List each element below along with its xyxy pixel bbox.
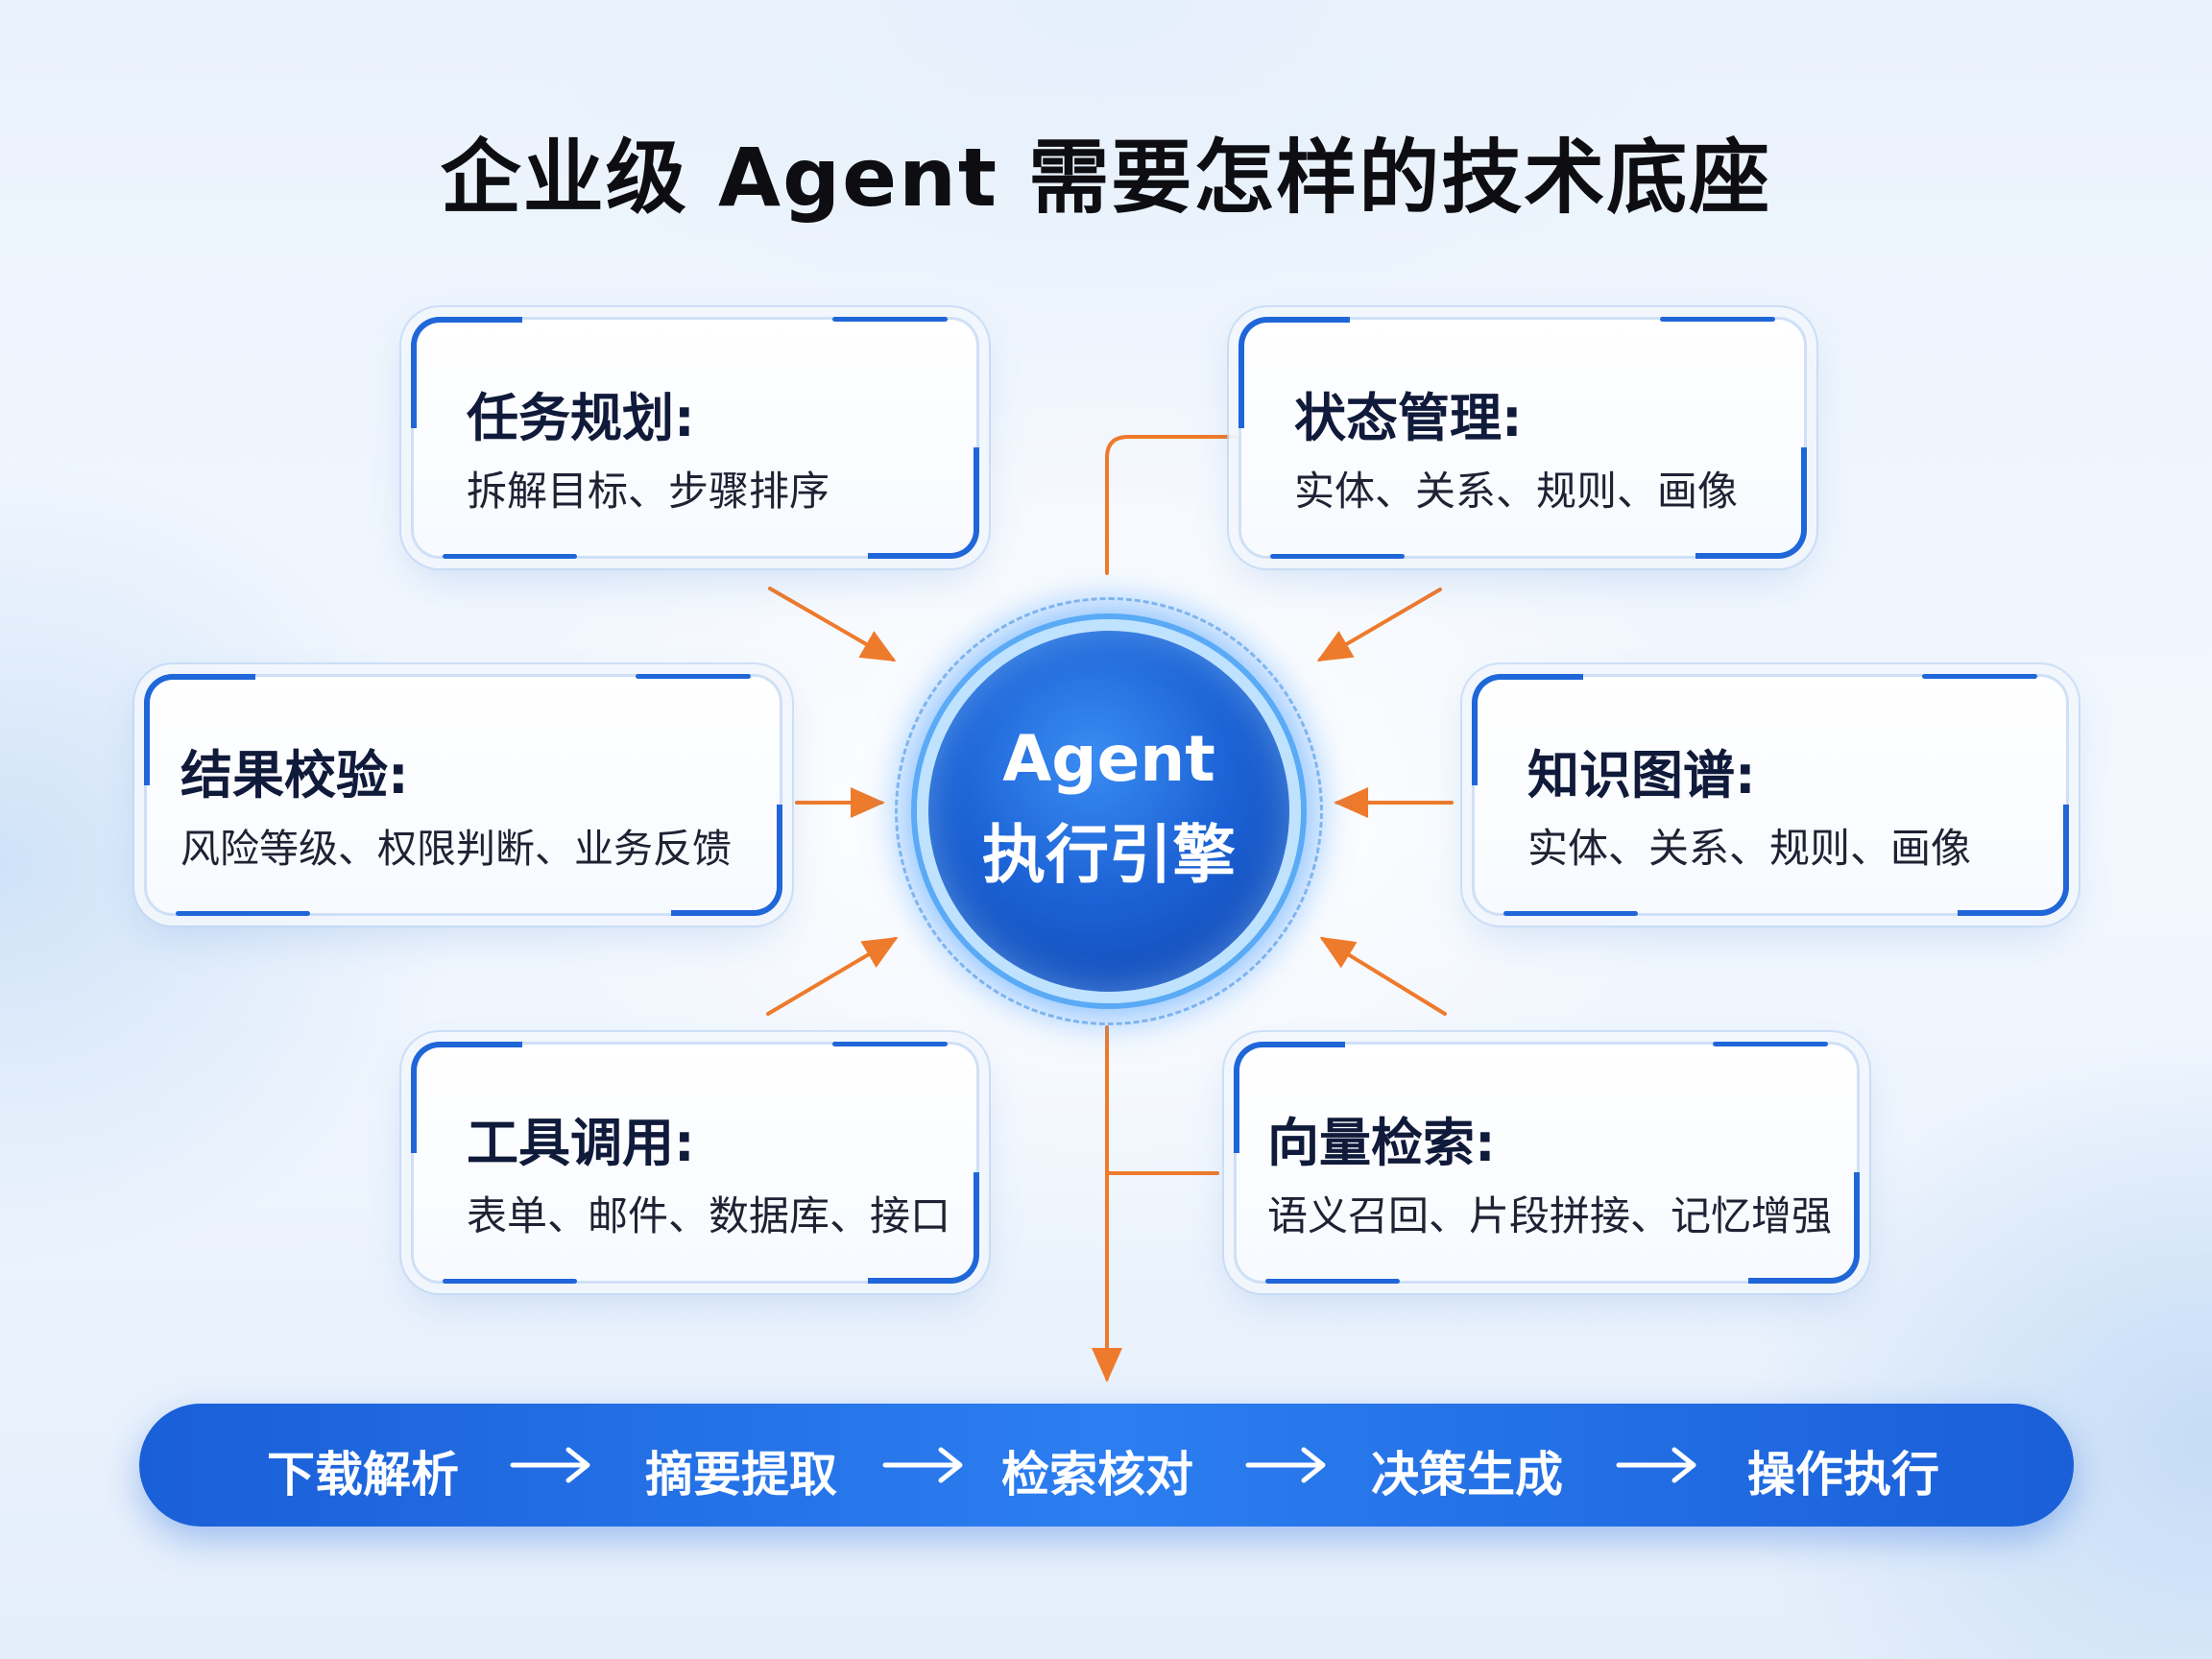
long-right-arrow-icon bbox=[1245, 1447, 1326, 1483]
connector-state-management bbox=[1105, 435, 1238, 575]
card-tool-invocation: 工具调用: 表单、邮件、数据库、接口 bbox=[411, 1042, 979, 1284]
card-title: 知识图谱: bbox=[1527, 745, 1756, 805]
connector-tool-invocation bbox=[766, 936, 899, 1016]
card-description: 表单、邮件、数据库、接口 bbox=[467, 1192, 951, 1239]
card-description: 实体、关系、规则、画像 bbox=[1527, 825, 1972, 872]
long-right-arrow-icon bbox=[1616, 1447, 1696, 1483]
pipeline-step-summary-extract: 摘要提取 bbox=[645, 1447, 837, 1503]
pipeline-step-download-parse: 下载解析 bbox=[267, 1447, 459, 1503]
long-right-arrow-icon bbox=[510, 1447, 590, 1483]
card-description: 风险等级、权限判断、业务反馈 bbox=[180, 826, 732, 872]
pipeline-step-operation-execute: 操作执行 bbox=[1747, 1447, 1939, 1503]
connector-task-planning bbox=[768, 587, 897, 662]
card-title: 向量检索: bbox=[1267, 1113, 1496, 1173]
card-description: 拆解目标、步骤排序 bbox=[467, 468, 830, 515]
card-task-planning: 任务规划: 拆解目标、步骤排序 bbox=[411, 317, 979, 559]
hub-dashed-ring bbox=[895, 597, 1323, 1025]
page-title: 企业级 Agent 需要怎样的技术底座 bbox=[440, 131, 1772, 225]
pipeline-bar: 下载解析 摘要提取 检索核对 决策生成 操作执行 bbox=[139, 1404, 2074, 1527]
card-title: 结果校验: bbox=[180, 745, 409, 805]
card-state-management: 状态管理: 实体、关系、规则、画像 bbox=[1238, 317, 1807, 559]
card-result-verification: 结果校验: 风险等级、权限判断、业务反馈 bbox=[144, 674, 782, 916]
hub-title-line2: 执行引擎 bbox=[982, 818, 1236, 892]
agent-engine-hub: Agent 执行引擎 bbox=[917, 619, 1301, 1003]
card-vector-retrieval: 向量检索: 语义召回、片段拼接、记忆增强 bbox=[1234, 1042, 1860, 1284]
pipeline-step-retrieve-verify: 检索核对 bbox=[1001, 1447, 1193, 1503]
long-right-arrow-icon bbox=[882, 1447, 963, 1483]
card-description: 实体、关系、规则、画像 bbox=[1294, 468, 1739, 515]
connector-vector-retrieval-up bbox=[1319, 936, 1447, 1016]
card-title: 工具调用: bbox=[467, 1113, 695, 1173]
card-title: 状态管理: bbox=[1294, 388, 1523, 448]
pipeline-step-decision-generate: 决策生成 bbox=[1371, 1447, 1563, 1503]
card-title: 任务规划: bbox=[467, 388, 695, 448]
card-knowledge-graph: 知识图谱: 实体、关系、规则、画像 bbox=[1472, 674, 2069, 916]
hub-title-line1: Agent bbox=[1002, 722, 1215, 796]
connector-state-to-hub bbox=[1316, 588, 1442, 662]
card-description: 语义召回、片段拼接、记忆增强 bbox=[1267, 1192, 1833, 1239]
